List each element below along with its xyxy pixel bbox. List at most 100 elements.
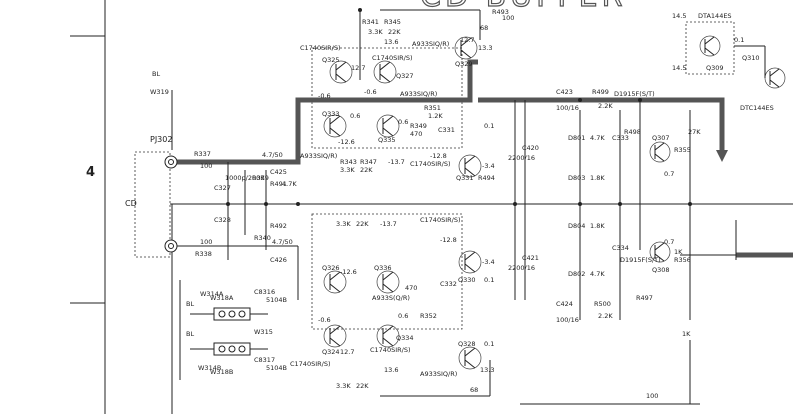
signal-arrow — [716, 150, 728, 162]
v128-a: -12.8 — [430, 152, 447, 160]
v34-a: -3.4 — [482, 162, 495, 170]
cd-label: CD — [125, 199, 137, 208]
r18k-b: 1.8K — [590, 222, 605, 230]
d1915-b: D1915F(S/T) — [620, 256, 661, 264]
transistor-q329 — [454, 36, 478, 60]
c423-value: 100/16 — [556, 104, 579, 112]
jack-top-pin — [168, 159, 174, 165]
q329-label: Q329 — [455, 60, 473, 68]
q330-label: Q330 — [458, 276, 476, 284]
r496-value-b: 68 — [470, 386, 478, 394]
r343-label: R343 — [340, 158, 357, 166]
junction-dot — [638, 98, 642, 102]
c425-label: C425 — [270, 168, 287, 176]
cd-input-box — [134, 151, 171, 258]
c421-value-a: 2200/16 — [508, 154, 535, 162]
connector-pin — [228, 310, 236, 318]
v07-a: 0.7 — [664, 170, 674, 178]
q335-type: A933SIQ/R) — [300, 152, 337, 160]
r341-label: R341 — [362, 18, 379, 26]
transistor-q327 — [373, 60, 397, 84]
q310-label: Q310 — [742, 54, 760, 62]
r490-value: 1K — [682, 330, 691, 338]
r500-label: R500 — [594, 300, 611, 308]
q325-type: C1740SIR/S) — [300, 44, 341, 52]
junction-dot — [578, 98, 582, 102]
r355-label: R355 — [674, 146, 691, 154]
r499-value: 2.2K — [598, 102, 613, 110]
r491-value: 4.7K — [282, 180, 297, 188]
r484-value: 100 — [646, 392, 658, 400]
r338-value: 100 — [200, 238, 212, 246]
q331-type: A933SIQ/R) — [400, 90, 437, 98]
bl-conn-top: BL — [186, 300, 194, 308]
r491-label: R491 — [270, 180, 287, 188]
r338-label: R338 — [195, 250, 212, 258]
r349-label: R349 — [410, 122, 427, 130]
d803-label: D803 — [568, 174, 585, 182]
v127-a: 12.7 — [351, 64, 365, 72]
q327-label: Q327 — [396, 72, 414, 80]
r351-value: 1.2K — [428, 112, 443, 120]
r347-label: R347 — [360, 158, 377, 166]
r352-label: R352 — [420, 312, 437, 320]
jack-label: PJ302 — [150, 135, 172, 144]
w315-label: W315 — [254, 328, 273, 336]
v145-b: 14.5 — [672, 64, 686, 72]
signal-path-upper — [176, 59, 478, 165]
v127-b: 12.7 — [460, 36, 474, 44]
q336-label: Q336 — [374, 264, 392, 272]
q309-box — [685, 21, 735, 75]
connector-pin — [218, 310, 226, 318]
d801-label: D801 — [568, 134, 585, 142]
w318b-label: W318B — [210, 368, 233, 376]
section-title: CD BUFFER — [420, 0, 626, 14]
r337-label: R337 — [194, 150, 211, 158]
c421-value-b: 2200/16 — [508, 264, 535, 272]
r341-value: 3.3K — [368, 28, 383, 36]
jack-bottom-pin — [168, 243, 174, 249]
r344-value: 3.3K — [336, 382, 351, 390]
r351-label: R351 — [424, 104, 441, 112]
junction-dot — [688, 202, 692, 206]
q330-type: C1740SIR/S) — [420, 216, 461, 224]
v06-b: -0.6 — [364, 88, 377, 96]
r350-value: 470 — [405, 284, 417, 292]
c331-label: C331 — [438, 126, 455, 134]
v137-b: -13.7 — [380, 220, 397, 228]
v34-b: -3.4 — [482, 258, 495, 266]
c425-value: 4.7/50 — [262, 151, 283, 159]
transistor-q335 — [376, 114, 400, 138]
c424-value: 100/16 — [556, 316, 579, 324]
transistor-q331 — [458, 154, 482, 178]
transistor-q308 — [649, 241, 671, 263]
c327-value: 1000p/200K — [225, 174, 265, 182]
v07-b: 0.7 — [664, 238, 674, 246]
c426-label: C426 — [270, 256, 287, 264]
v133-b: 13.3 — [480, 366, 494, 374]
r349-value: 470 — [410, 130, 422, 138]
c316-label: C8316 — [254, 288, 275, 296]
transistor-q307 — [649, 141, 671, 163]
junction-dot — [264, 202, 268, 206]
q336-type: A933S(Q/R) — [372, 294, 410, 302]
r493-label: R493 — [492, 8, 509, 16]
d804-label: D804 — [568, 222, 585, 230]
r500-value: 2.2K — [598, 312, 613, 320]
r47k-c: 4.7K — [590, 270, 605, 278]
q325-label: Q325 — [322, 56, 340, 64]
r493-value: 100 — [502, 14, 514, 22]
junction-dot — [513, 202, 517, 206]
v127-c: 12.7 — [340, 348, 354, 356]
w314a-label: W314A — [200, 290, 224, 298]
r27k-a: 27K — [688, 128, 701, 136]
lower-buffer-box — [311, 213, 463, 330]
r496-value: 68 — [480, 24, 488, 32]
transistor-q326 — [323, 270, 347, 294]
connector-pin — [218, 345, 226, 353]
r497-label: R497 — [636, 294, 653, 302]
connector-pin — [228, 345, 236, 353]
c426-value: 4.7/50 — [272, 238, 293, 246]
v01-a: 0.1 — [484, 122, 494, 130]
